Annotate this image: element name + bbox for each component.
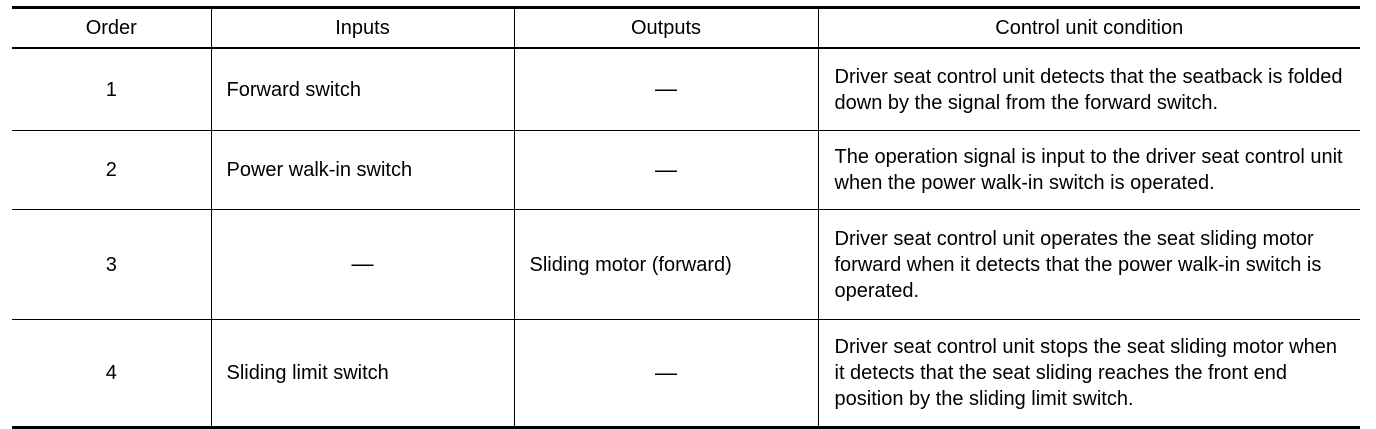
cell-order: 1 [12, 48, 212, 131]
header-outputs: Outputs [513, 7, 819, 49]
header-inputs: Inputs [210, 7, 515, 49]
table-header: Order Inputs Outputs Control unit condit… [12, 7, 1360, 49]
cell-inputs-dash: — [351, 251, 374, 276]
cell-condition: Driver seat control unit detects that th… [817, 48, 1360, 131]
table-row: 1 Forward switch — Driver seat control u… [12, 48, 1360, 131]
cell-order: 4 [12, 319, 212, 429]
cell-condition: The operation signal is input to the dri… [817, 130, 1360, 210]
cell-inputs: Power walk-in switch [210, 130, 515, 210]
cell-inputs: Forward switch [210, 48, 515, 131]
table-row: 2 Power walk-in switch — The operation s… [12, 130, 1360, 210]
cell-outputs: — [513, 319, 819, 429]
cell-outputs: — [513, 130, 819, 210]
cell-outputs: Sliding motor (forward) [513, 209, 819, 320]
header-condition: Control unit condition [817, 7, 1360, 49]
table-row: 4 Sliding limit switch — Driver seat con… [12, 319, 1360, 429]
cell-condition: Driver seat control unit operates the se… [817, 209, 1360, 320]
cell-outputs: — [513, 48, 819, 131]
cell-inputs: Sliding limit switch [210, 319, 515, 429]
document-table-wrapper: Order Inputs Outputs Control unit condit… [12, 6, 1360, 429]
control-sequence-table: Order Inputs Outputs Control unit condit… [12, 6, 1360, 429]
cell-inputs: — [210, 209, 515, 320]
header-order: Order [12, 7, 212, 49]
table-row: 3 — Sliding motor (forward) Driver seat … [12, 209, 1360, 320]
cell-condition: Driver seat control unit stops the seat … [817, 319, 1360, 429]
cell-outputs-dash: — [655, 359, 677, 385]
cell-order: 3 [12, 209, 212, 320]
cell-outputs-dash: — [655, 156, 677, 182]
header-row: Order Inputs Outputs Control unit condit… [12, 7, 1360, 49]
cell-order: 2 [12, 130, 212, 210]
cell-outputs-dash: — [655, 76, 677, 101]
table-body: 1 Forward switch — Driver seat control u… [12, 48, 1360, 429]
